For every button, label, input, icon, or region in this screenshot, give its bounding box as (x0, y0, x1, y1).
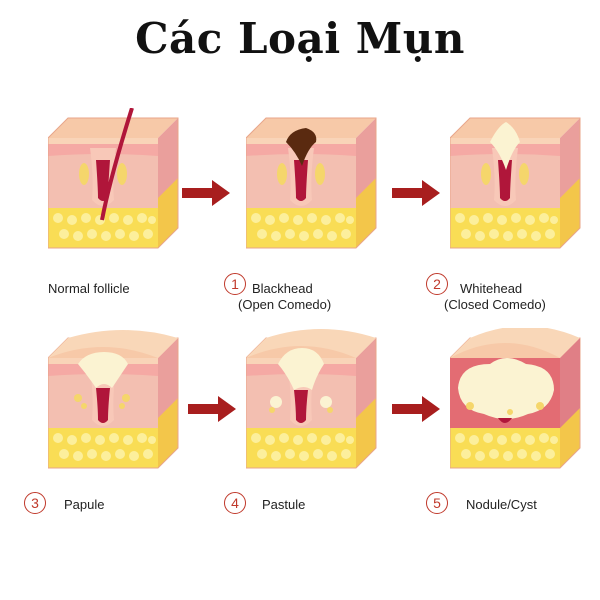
arrow-right-icon (188, 396, 236, 422)
stage-papule (48, 328, 183, 478)
stage-sublabel-whitehead: (Closed Comedo) (444, 297, 546, 312)
stage-label-nodule-cyst: Nodule/Cyst (466, 497, 537, 512)
arrow-right-icon (182, 180, 230, 206)
stage-number-badge: 5 (426, 492, 448, 514)
arrow-right-icon (392, 180, 440, 206)
stage-number-badge: 4 (224, 492, 246, 514)
stage-label-blackhead: Blackhead (252, 281, 313, 296)
blackhead-plug (286, 128, 317, 166)
whitehead-plug (490, 122, 520, 170)
stage-number-badge: 1 (224, 273, 246, 295)
stage-number-badge: 2 (426, 273, 448, 295)
stage-label-normal: Normal follicle (48, 281, 130, 296)
stage-sublabel-blackhead: (Open Comedo) (238, 297, 332, 312)
stage-normal-follicle (48, 108, 183, 258)
stage-label-whitehead: Whitehead (460, 281, 523, 296)
stage-whitehead (450, 108, 585, 258)
arrow-right-icon (392, 396, 440, 422)
stage-nodule-cyst (450, 328, 585, 478)
hair-shaft (100, 108, 134, 221)
nodule-mass (458, 358, 554, 419)
stage-label-pastule: Pastule (262, 497, 306, 512)
stage-pastule (246, 328, 381, 478)
stage-label-papule: Papule (64, 497, 105, 512)
stage-number-badge: 3 (24, 492, 46, 514)
pustule-pus (278, 348, 324, 390)
page-title: Các Loại Mụn (135, 14, 465, 63)
stage-blackhead (246, 108, 381, 258)
papule-inflammation (78, 352, 128, 388)
